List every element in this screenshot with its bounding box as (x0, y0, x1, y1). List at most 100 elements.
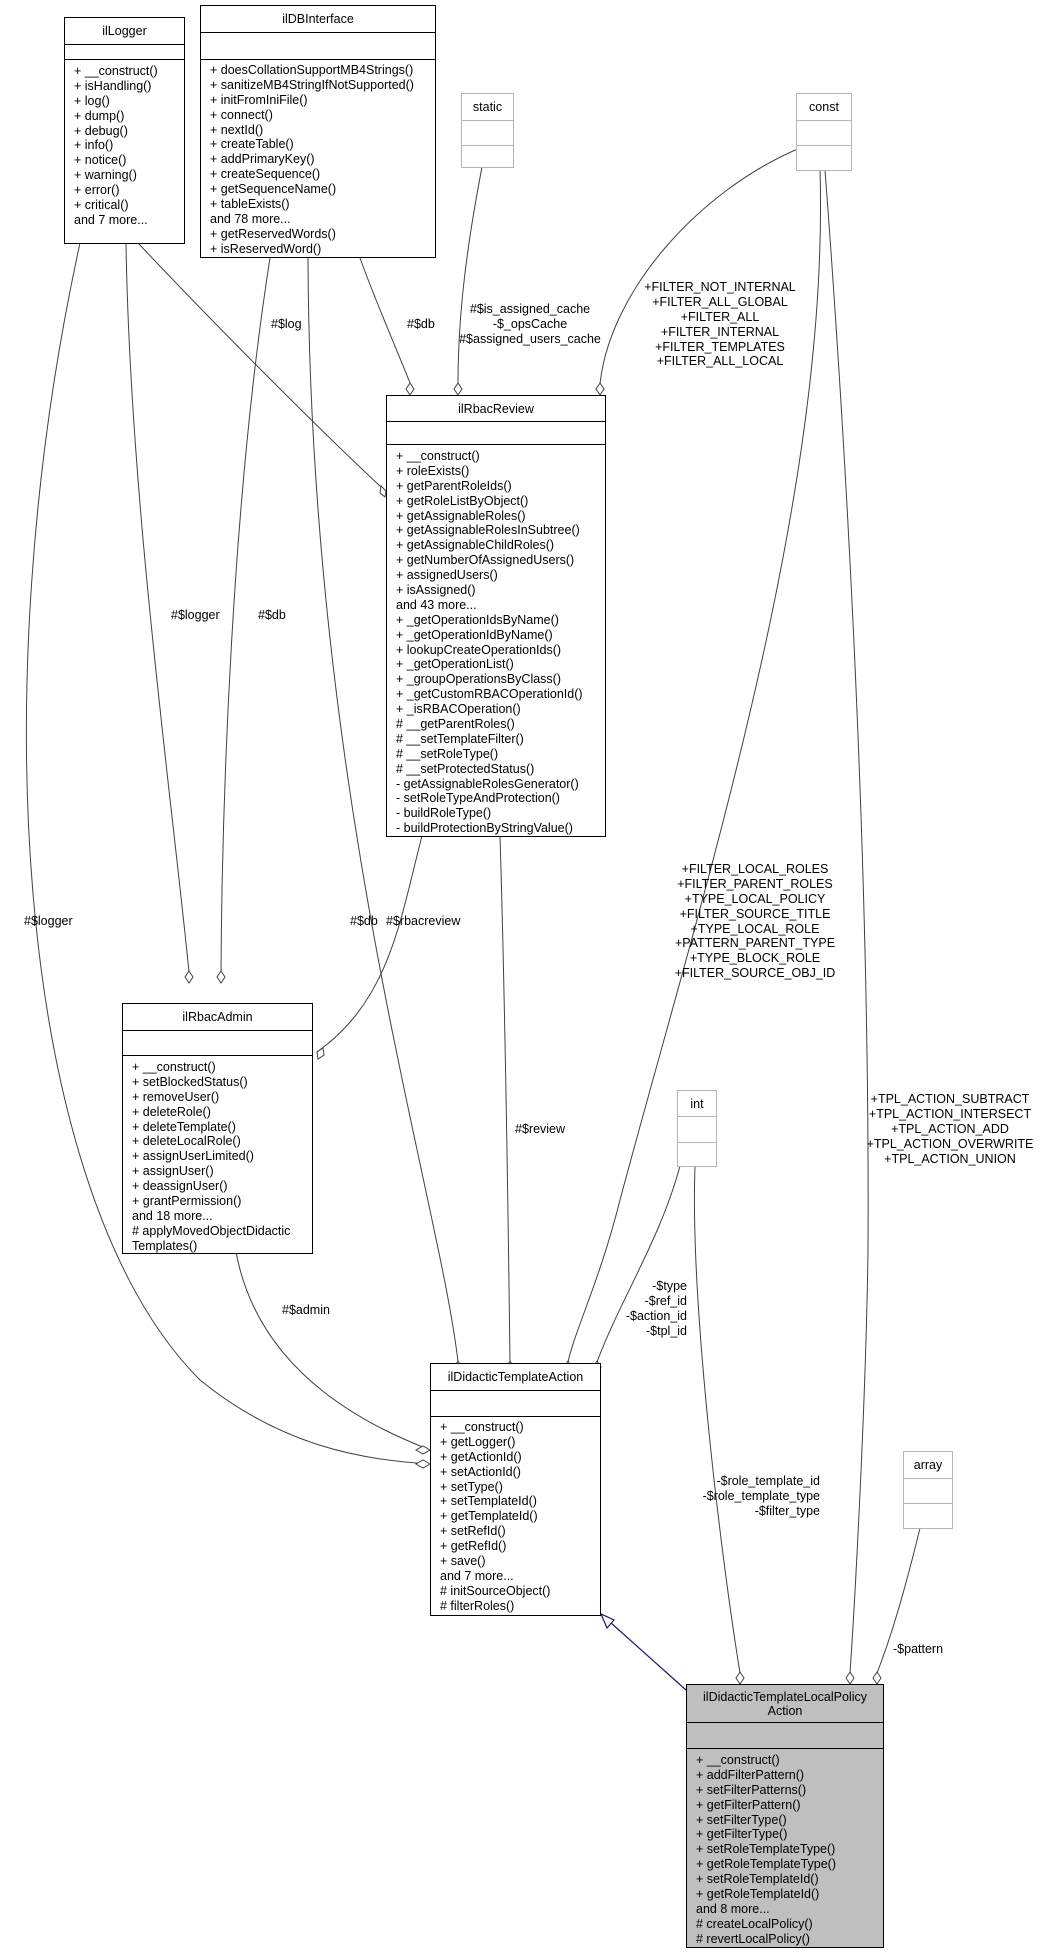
operation: + _getOperationIdsByName() (396, 612, 559, 627)
class-operations: + __construct() + setBlockedStatus() + r… (123, 1060, 312, 1254)
operation: - buildRoleType() (396, 806, 492, 821)
class-title: ilLogger (65, 18, 184, 45)
edge-label-rbacreview-admin: #$rbacreview (386, 914, 460, 929)
operation: + initFromIniFile() (210, 92, 308, 107)
operation: + setRefId() (440, 1524, 506, 1539)
edge-label-line: -$pattern (893, 1642, 944, 1656)
operation: + setFilterPatterns() (696, 1782, 807, 1797)
class-title: ilRbacReview (387, 396, 605, 422)
edge-label-logger-action: #$logger (24, 914, 73, 929)
edge-label-line: #$review (515, 1122, 566, 1136)
class-ilDidacticTemplateLocalPolicyAction[interactable]: ilDidacticTemplateLocalPolicy Action + _… (686, 1684, 884, 1948)
operation: # __setProtectedStatus() (396, 761, 535, 776)
diamond-action-logger (414, 1459, 432, 1469)
class-attributes (687, 1723, 883, 1749)
edge-label-line: #$is_assigned_cache (469, 302, 591, 316)
operation: + assignedUsers() (396, 568, 498, 583)
operation: # filterRoles() (440, 1598, 515, 1613)
diamond-local-int (735, 1671, 745, 1685)
operation: + sanitizeMB4StringIfNotSupported() (210, 77, 414, 92)
edge-label-line: #$db (350, 914, 378, 928)
edge-label-line: +FILTER_NOT_INTERNAL (644, 280, 796, 294)
edge-label-int-action: -$type -$ref_id -$action_id -$tpl_id (605, 1279, 687, 1339)
edge-label-admin-action: #$admin (282, 1303, 330, 1318)
edge-logger-review (137, 242, 382, 488)
edge-label-db-review: #$db (407, 317, 435, 332)
operation: and 7 more... (74, 212, 148, 227)
edge-label-line: +FILTER_ALL_GLOBAL (652, 294, 788, 309)
edge-label-line: +FILTER_PARENT_ROLES (677, 876, 833, 891)
operation: + setRoleTemplateId() (696, 1872, 819, 1887)
class-operations: + __construct() + addFilterPattern() + s… (687, 1753, 883, 1947)
class-int[interactable]: int (677, 1090, 717, 1167)
edge-label-line: #$db (407, 317, 435, 331)
operation: + grantPermission() (132, 1194, 242, 1209)
operation: + getActionId() (440, 1449, 522, 1464)
operation: + isHandling() (74, 78, 152, 93)
operation: + getRoleTemplateId() (696, 1887, 820, 1902)
operation: + _getOperationIdByName() (396, 627, 553, 642)
class-ilDidacticTemplateAction[interactable]: ilDidacticTemplateAction + __construct()… (430, 1363, 601, 1616)
edge-int-action (596, 1165, 681, 1363)
operation: + getNumberOfAssignedUsers() (396, 553, 575, 568)
diamond-review-log (379, 484, 387, 498)
class-attributes (123, 1031, 312, 1056)
class-ilRbacAdmin[interactable]: ilRbacAdmin + __construct() + setBlocked… (122, 1003, 313, 1254)
operation: + setTemplateId() (440, 1494, 537, 1509)
inheritance-arrowhead (599, 1612, 615, 1630)
operation: + __construct() (396, 449, 480, 463)
operation: + log() (74, 93, 110, 108)
operation: + getTemplateId() (440, 1509, 538, 1524)
edge-label-line: +TPL_ACTION_ADD (891, 1121, 1009, 1136)
edge-label-db-admin: #$db (258, 608, 286, 623)
class-ilLogger[interactable]: ilLogger + __construct() + isHandling() … (64, 17, 185, 244)
class-static[interactable]: static (461, 93, 514, 168)
operation: # __setRoleType() (396, 746, 499, 761)
operation: + getReservedWords() (210, 226, 336, 241)
edge-label-line: +PATTERN_PARENT_TYPE (674, 936, 836, 951)
operation: + getLogger() (440, 1434, 516, 1449)
edge-label-line: +FILTER_ALL_LOCAL (656, 354, 784, 369)
class-const[interactable]: const (796, 93, 852, 171)
diamond-local-const (845, 1671, 855, 1685)
edge-static-review (457, 166, 483, 385)
edge-logger-action (26, 242, 431, 1465)
class-operations: + __construct() + getLogger() + getActio… (431, 1420, 600, 1614)
edge-label-line: +TYPE_LOCAL_POLICY (684, 891, 826, 906)
edge-const-review (599, 147, 801, 385)
edge-label-line: #$log (271, 317, 302, 331)
edge-label-line: +TPL_ACTION_OVERWRITE (866, 1136, 1034, 1151)
operation: # revertLocalPolicy() (696, 1931, 810, 1946)
edge-label-line: +TYPE_BLOCK_ROLE (689, 951, 821, 966)
edge-label-line: +TPL_ACTION_SUBTRACT (870, 1092, 1030, 1106)
class-ilRbacReview[interactable]: ilRbacReview + __construct() + roleExist… (386, 395, 606, 837)
edge-const-action (567, 169, 822, 1363)
edge-review-admin (316, 835, 423, 1053)
operation: + getSequenceName() (210, 182, 337, 197)
operation: + __construct() (440, 1420, 524, 1434)
operation: + getAssignableChildRoles() (396, 538, 555, 553)
edge-label-line: +FILTER_TEMPLATES (655, 339, 785, 354)
class-attributes (431, 1391, 600, 1417)
class-ilDBInterface[interactable]: ilDBInterface + doesCollationSupportMB4S… (200, 5, 436, 258)
operation: + getAssignableRoles() (396, 508, 526, 523)
edge-label-line: -$action_id (625, 1308, 687, 1323)
operation: + __construct() (696, 1753, 780, 1767)
operation: + deleteRole() (132, 1104, 211, 1119)
edge-review-action (499, 835, 511, 1363)
operation: + critical() (74, 198, 129, 213)
operation: + removeUser() (132, 1089, 220, 1104)
operation: # createLocalPolicy() (696, 1916, 813, 1931)
class-attributes (387, 422, 605, 445)
class-array[interactable]: array (903, 1451, 953, 1529)
operation: # __getParentRoles() (396, 717, 515, 732)
edge-logger-admin (125, 242, 190, 973)
operation: and 7 more... (440, 1568, 514, 1583)
operation: + getRoleListByObject() (396, 493, 529, 508)
edge-array-local (876, 1527, 921, 1674)
edge-label-review-action: #$review (515, 1122, 565, 1137)
operation: + assignUserLimited() (132, 1149, 254, 1164)
operation: # applyMovedObjectDidactic (132, 1223, 291, 1238)
operation: + doesCollationSupportMB4Strings() (210, 63, 414, 77)
operation: and 43 more... (396, 597, 477, 612)
